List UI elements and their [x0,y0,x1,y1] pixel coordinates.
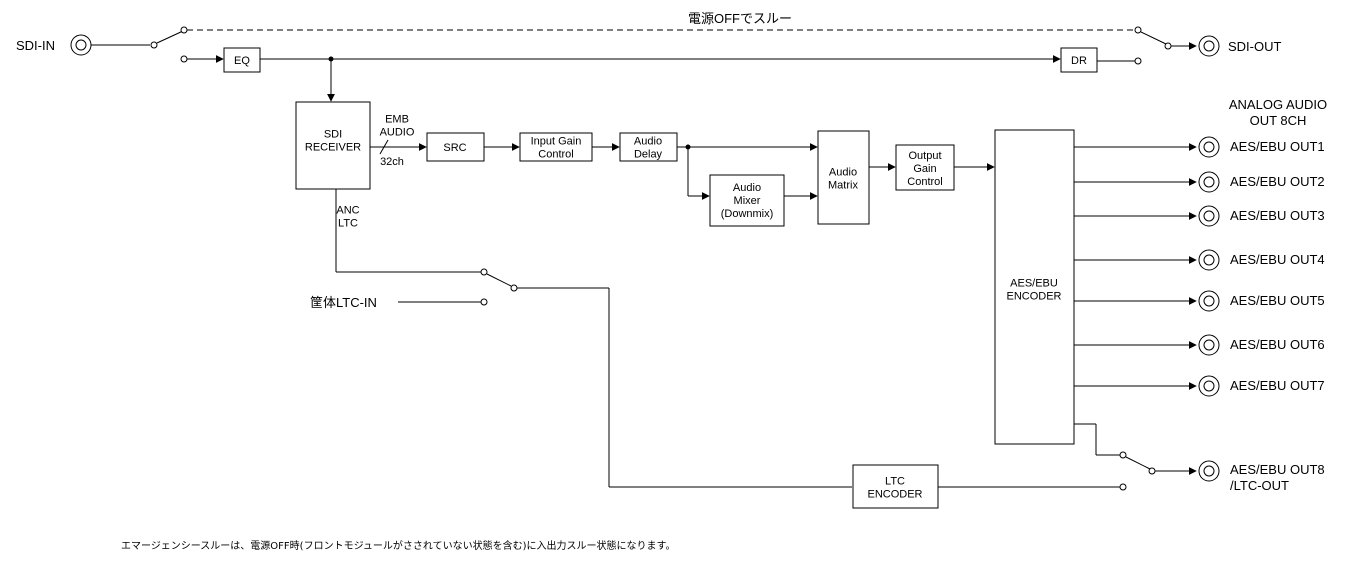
input-gain-control-block [519,132,593,162]
switch-contact-icon [480,298,488,306]
aes-out-connector-icon [1198,171,1220,193]
aes-out-label: AES/EBU OUT6 [1230,337,1325,352]
aes-out-connector-icon [1198,375,1220,397]
aes-out-label: AES/EBU OUT1 [1230,139,1325,154]
switch-contact-icon [150,41,158,49]
sdi-in-label: SDI-IN [16,38,55,53]
dr-label: DR [1071,55,1087,67]
eq-label: EQ [234,55,250,67]
audio-delay-block [619,132,678,162]
switch-contact-icon [1119,451,1127,459]
ltc-encoder-block [852,464,939,509]
sdi-receiver-block [295,101,371,190]
dr-block [1060,47,1098,73]
src-block [426,132,485,162]
footnote: エマージェンシースルーは、電源OFF時(フロントモジュールがさされていない状態を… [121,539,675,552]
bypass-switch-out-icon [1140,31,1167,45]
aes-out-label: AES/EBU OUT2 [1230,174,1325,189]
switch-contact-icon [1164,42,1172,50]
switch-contact-icon [180,55,188,63]
switch-contact-icon [510,284,518,292]
eq-block [223,47,261,73]
bypass-switch-in-icon [156,30,184,44]
ltc-in-label: 筐体LTC-IN [310,295,377,310]
sdi-in-connector-icon [70,34,92,56]
switch-contact-icon [1148,467,1156,475]
aes-out-label: AES/EBU OUT4 [1230,252,1325,267]
aes-out-label: AES/EBU OUT3 [1230,208,1325,223]
src-label: SRC [443,142,466,154]
switch-contact-icon [480,268,488,276]
sdi-out-connector-icon [1198,35,1220,57]
aes-out-connector-icon [1198,334,1220,356]
aes-out-connector-icon [1198,290,1220,312]
out8-switch-icon [1125,456,1151,470]
aes-out-connector-icon [1198,205,1220,227]
audio-mixer-block [709,174,785,227]
switch-contact-icon [180,26,188,34]
aes-out-label: AES/EBU OUT8/LTC-OUT [1230,462,1325,493]
ch32-label: 32ch [380,156,404,168]
aes-ebu-encoder-block [994,129,1075,445]
bypass-label: 電源OFFでスルー [688,11,792,26]
ltc-switch-icon [486,273,512,287]
output-gain-control-block [895,144,955,191]
audio-matrix-block [817,130,870,225]
aes-out-label: AES/EBU OUT5 [1230,293,1325,308]
sdi-out-label: SDI-OUT [1228,39,1282,54]
aes-out-connector-icon [1198,249,1220,271]
aes-out-connector-icon [1198,460,1220,482]
switch-contact-icon [1119,483,1127,491]
switch-contact-icon [1134,26,1142,34]
switch-contact-icon [1134,57,1142,65]
aes-out-label: AES/EBU OUT7 [1230,378,1325,393]
aes-out-connector-icon [1198,136,1220,158]
